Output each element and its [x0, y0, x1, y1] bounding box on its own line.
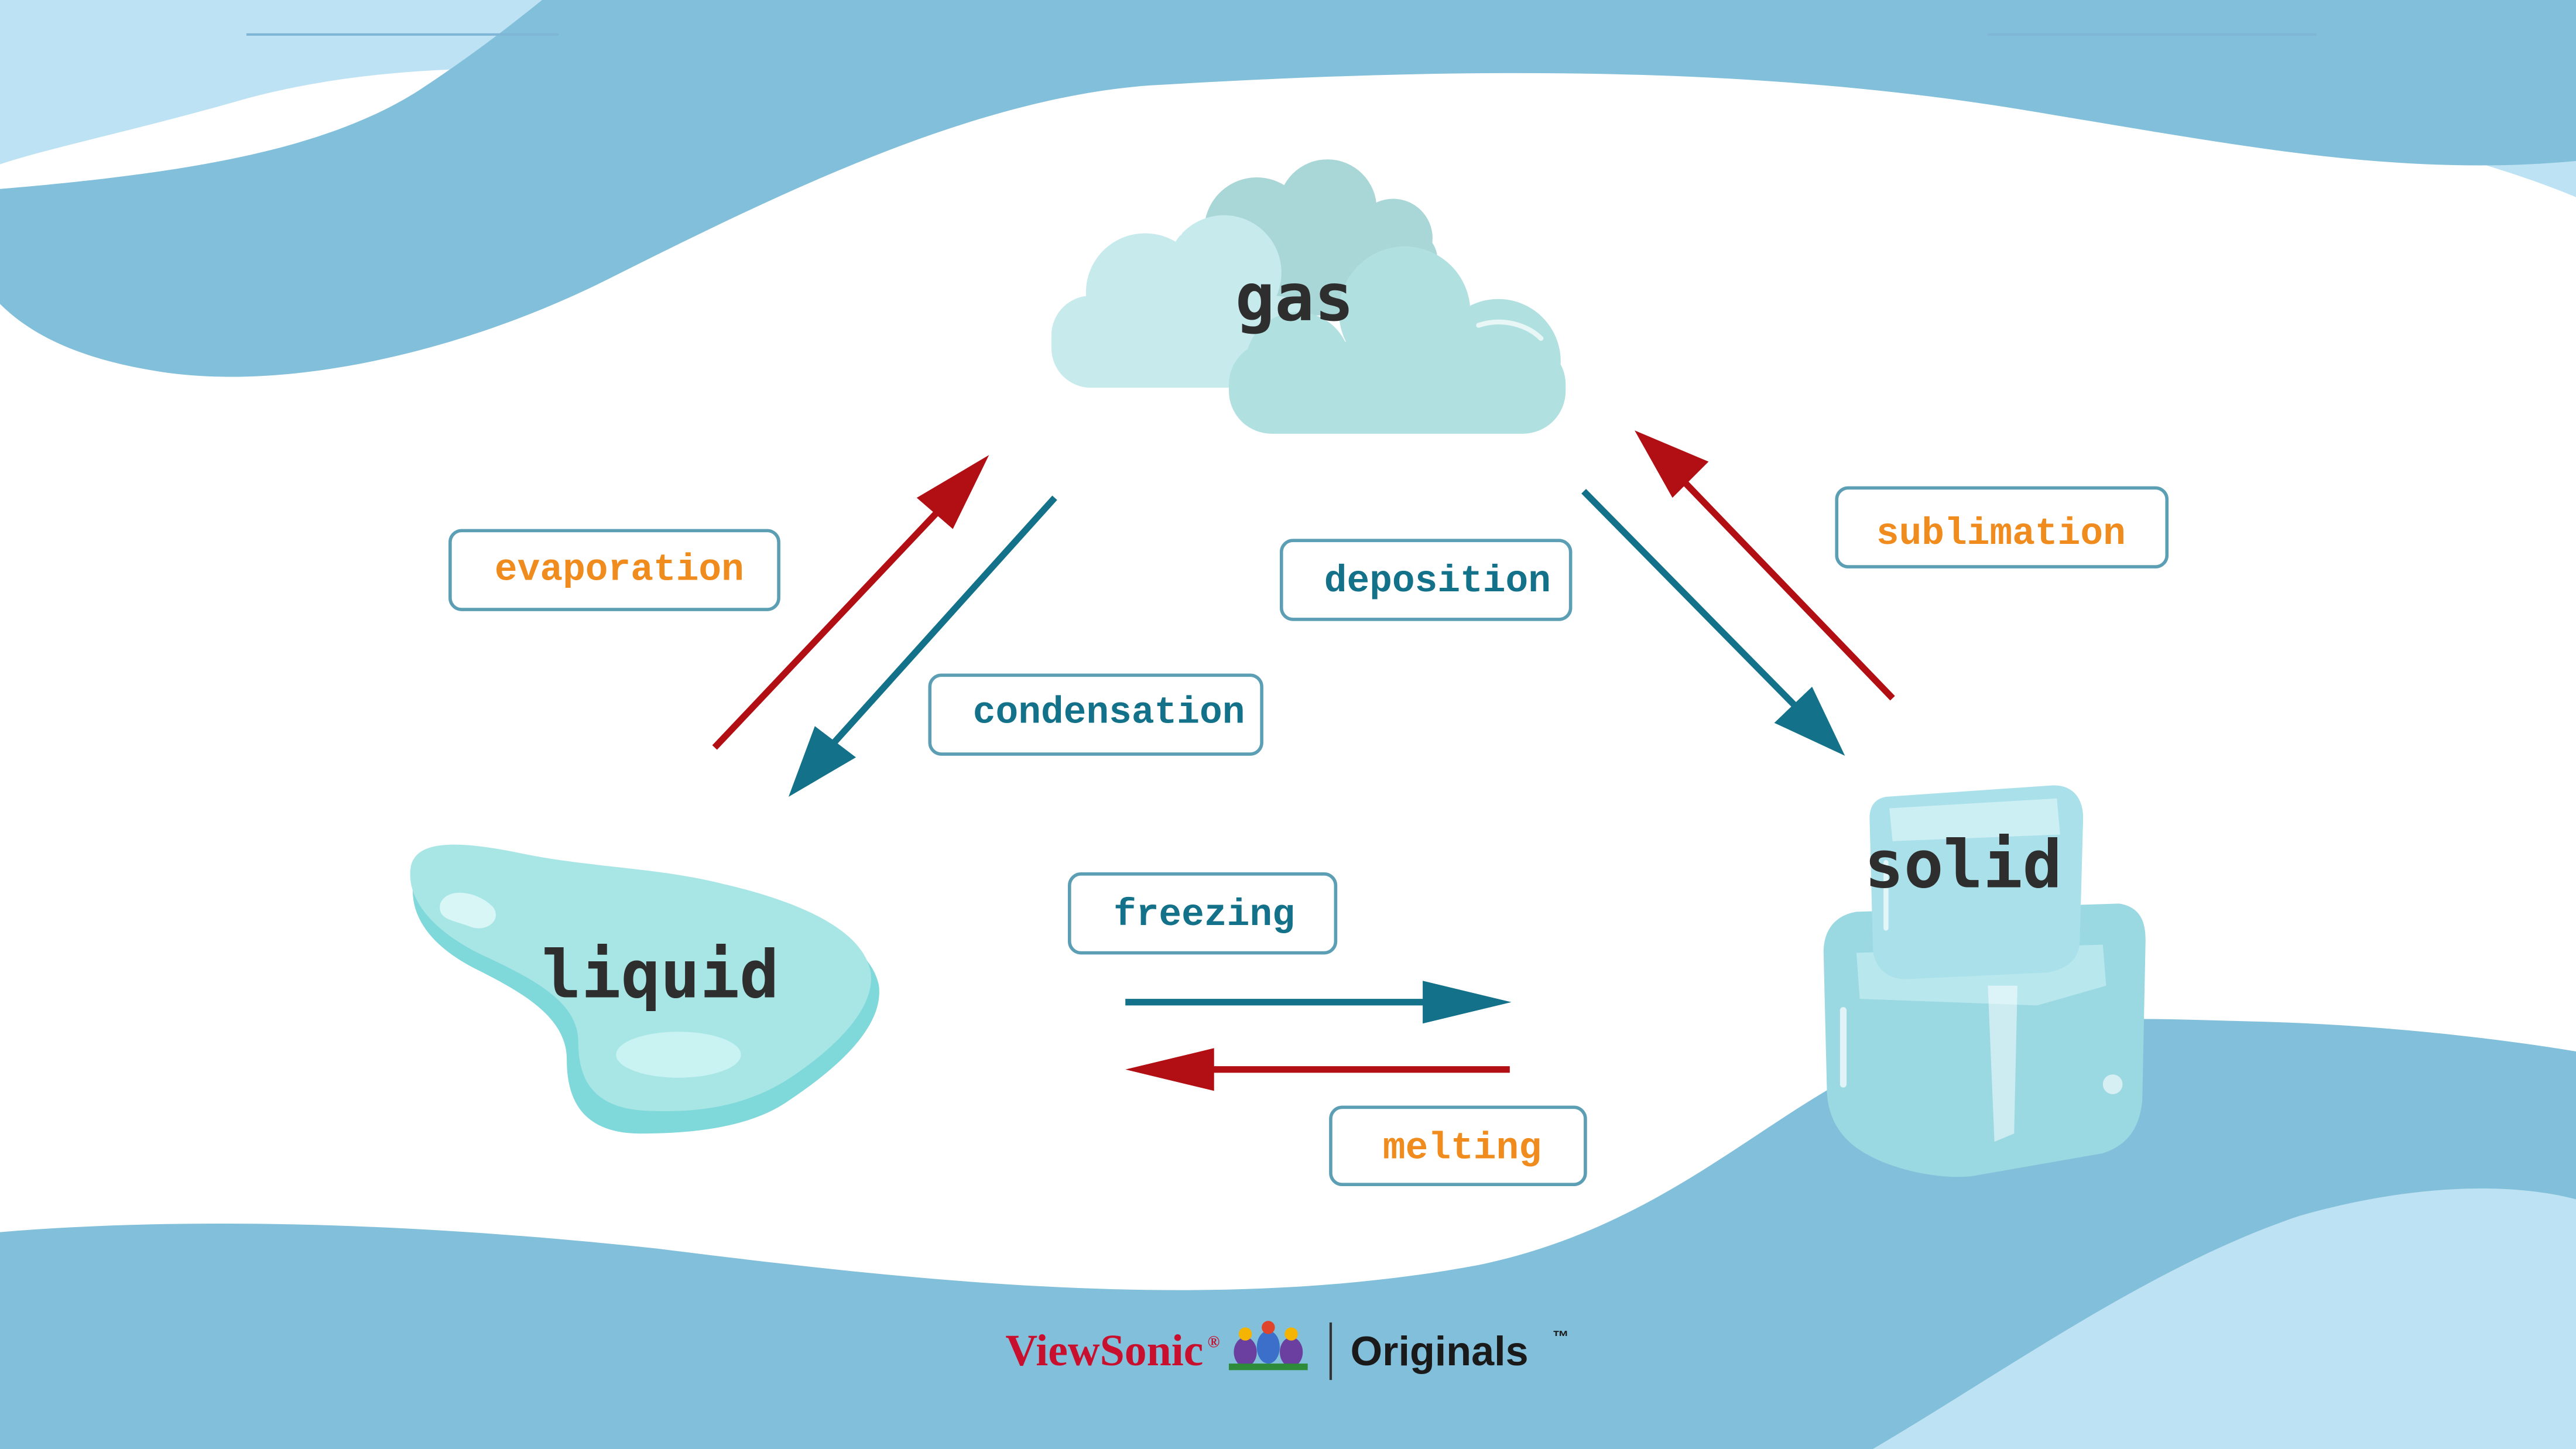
freezing-arrow	[1125, 981, 1512, 1024]
solid-label: solid	[1864, 827, 2062, 903]
cloud-highlight	[1101, 225, 1183, 249]
deposition-arrow	[1581, 489, 1845, 756]
evaporation-box: evaporation	[448, 529, 780, 611]
registered-mark: ®	[1208, 1333, 1220, 1351]
melting-label: melting	[1383, 1127, 1542, 1170]
originals-wordmark: Originals	[1351, 1328, 1529, 1374]
cloud-icon	[1051, 159, 1566, 434]
melting-arrow	[1125, 1048, 1510, 1091]
evaporation-label: evaporation	[495, 549, 744, 592]
freezing-box: freezing	[1067, 872, 1338, 955]
deposition-label: deposition	[1324, 560, 1551, 603]
sublimation-label: sublimation	[1876, 513, 2126, 556]
melting-box: melting	[1329, 1105, 1587, 1187]
front-cloud-left	[1051, 215, 1314, 388]
evaporation-arrow	[712, 455, 989, 750]
gas-label: gas	[1235, 260, 1354, 336]
viewsonic-wordmark: ViewSonic	[1005, 1326, 1203, 1375]
process-arrows	[712, 430, 1895, 1091]
bottom-wave-light	[1872, 1188, 2576, 1449]
puddle-highlight	[440, 892, 496, 929]
condensation-label: condensation	[973, 692, 1245, 735]
ice-cubes-icon	[1823, 785, 2146, 1177]
puddle-body	[410, 844, 871, 1111]
deposition-box: deposition	[1279, 539, 1573, 621]
sublimation-box: sublimation	[1835, 486, 2169, 568]
cloud-highlight-2	[1476, 319, 1544, 341]
liquid-label: liquid	[542, 937, 779, 1013]
viewsonic-birds-logo	[1228, 1321, 1308, 1371]
freezing-label: freezing	[1114, 894, 1295, 937]
trademark-symbol: ™	[1553, 1328, 1569, 1346]
puddle-reflection	[616, 1032, 741, 1078]
condensation-arrow	[788, 495, 1057, 797]
branding: ViewSonic ® Originals ™	[1005, 1321, 1569, 1381]
top-wave-dark	[0, 0, 2576, 377]
condensation-box: condensation	[928, 673, 1263, 756]
sublimation-arrow	[1635, 430, 1895, 701]
water-puddle-icon	[410, 844, 879, 1134]
ice-cube-top	[1869, 785, 2084, 979]
